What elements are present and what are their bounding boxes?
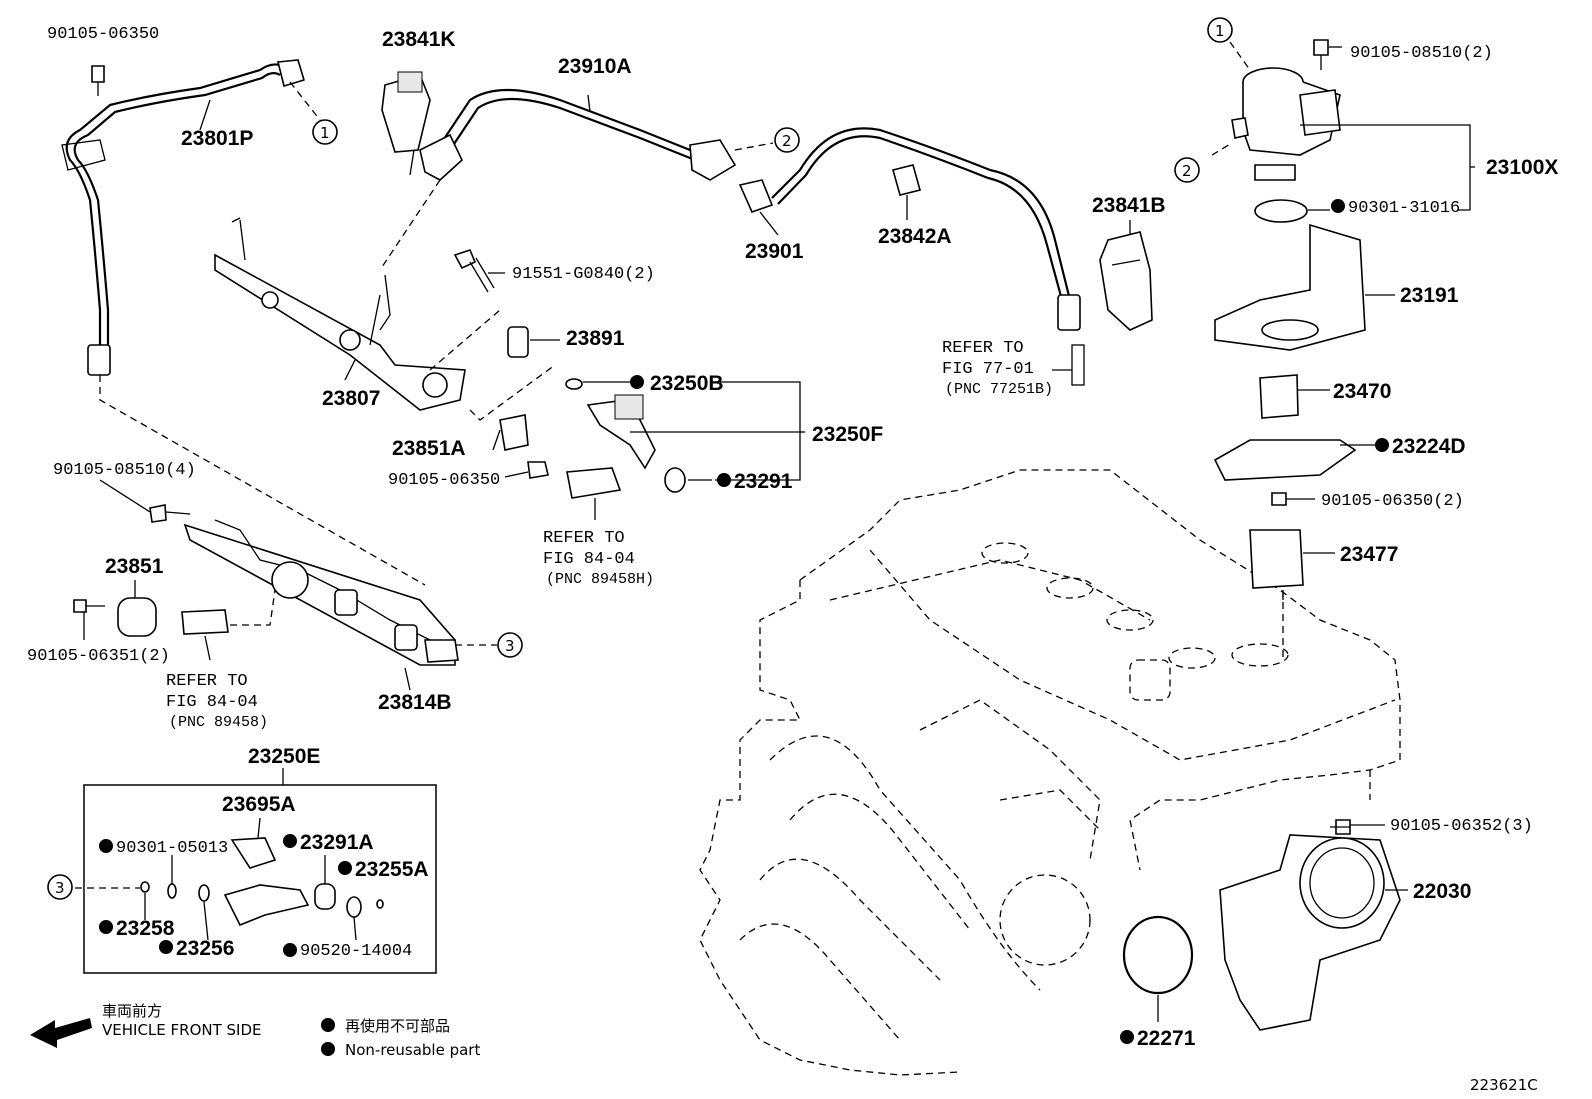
refer-line1: REFER TO [543,529,625,548]
connector-23841K [381,71,431,153]
refer-line1: REFER TO [166,672,248,691]
gasket-23224D [1213,439,1357,481]
label-23250B: 23250B [650,372,724,395]
label-23100X: 23100X [1486,156,1558,179]
label-23891: 23891 [566,327,625,350]
refer-line2: FIG 84-04 [166,693,258,712]
legend-nonreuse-en: Non-reusable part [345,1041,480,1059]
fuel-rail-23807 [214,217,466,411]
label-23191: 23191 [1400,284,1459,307]
nonreusable-dot [717,473,731,487]
inset-23250E: 23695A 90301-05013 23291A 23255A 23258 2… [83,768,437,974]
bracket-23191 [1214,223,1366,351]
bolt-90105-06350-2 [1271,492,1287,506]
legend-nonreuse-jp: 再使用不可部品 [345,1017,450,1035]
label-90105-08510-2: 90105-08510(2) [1350,44,1493,63]
label-23256: 23256 [176,937,234,960]
nonreusable-dot [1120,1030,1134,1044]
hose-23910A [379,88,737,331]
label-23291: 23291 [734,470,793,493]
fuel-pump-23100X [1231,39,1341,223]
label-23250F: 23250F [812,423,883,446]
refer-note-84-04-b: REFER TO FIG 84-04 (PNC 89458) [166,672,268,731]
refer-note-84-04-a: REFER TO FIG 84-04 (PNC 89458H) [543,529,654,588]
label-23841B: 23841B [1092,194,1166,217]
circle-ref-1: 1 [320,124,330,142]
sleeve-23477 [1249,529,1304,589]
refer-line1: REFER TO [942,339,1024,358]
label-23901: 23901 [745,240,804,263]
label-90105-08510-4: 90105-08510(4) [53,461,196,480]
label-23250E: 23250E [248,745,320,768]
label-90105-06350-2: 90105-06350(2) [1321,492,1464,511]
injector-23250F [499,378,686,499]
part-labels: 90105-06350 23841K 23910A 23801P 23901 2… [27,25,1558,1050]
label-90301-05013: 90301-05013 [116,839,228,858]
leader-lines [75,41,1475,1022]
vehicle-front-arrow-icon [30,1018,92,1048]
label-90520-14004: 90520-14004 [300,942,412,961]
circle-ref-1: 1 [1215,22,1225,40]
label-90105-06352-3: 90105-06352(3) [1390,817,1533,836]
circle-ref-3: 3 [505,637,515,655]
label-23255A: 23255A [355,858,429,881]
label-90105-06350-mid: 90105-06350 [388,471,500,490]
label-90105-06350-top: 90105-06350 [47,25,159,44]
gasket-22271 [1122,915,1194,995]
label-90105-06351-2: 90105-06351(2) [27,647,170,666]
circle-ref-3: 3 [55,879,65,897]
circle-ref-2: 2 [1182,162,1192,180]
circle-ref-2: 2 [782,132,792,150]
label-22271: 22271 [1137,1027,1196,1050]
refer-line2: FIG 77-01 [942,360,1034,379]
nonreusable-dot-icon [321,1042,335,1056]
label-22030: 22030 [1413,880,1471,903]
engine-outline [699,469,1401,1076]
refer-line3: (PNC 89458H) [546,571,654,588]
legend: 車両前方 VEHICLE FRONT SIDE 再使用不可部品 Non-reus… [30,1002,480,1059]
lifter-23470 [1259,374,1299,419]
nonreusable-dot [630,375,644,389]
figure-code: 223621C [1470,1076,1538,1094]
hose-23901 [738,127,1085,386]
label-90301-31016: 90301-31016 [1348,199,1460,218]
legend-front-jp: 車両前方 [102,1002,162,1020]
label-23851: 23851 [105,555,164,578]
clip-23842A [892,164,921,196]
label-23814B: 23814B [378,691,452,714]
refer-note-77-01: REFER TO FIG 77-01 (PNC 77251B) [942,339,1053,398]
label-23224D: 23224D [1392,435,1466,458]
connector-23841B [1099,231,1153,331]
hose-23801P [61,59,305,376]
label-23695A: 23695A [222,793,296,816]
throttle-body-22030 [1219,819,1401,1031]
nonreusable-dot-icon [321,1018,335,1032]
label-23477: 23477 [1340,543,1398,566]
nonreusable-dot [1375,438,1389,452]
refer-line2: FIG 84-04 [543,550,635,569]
label-23842A: 23842A [878,225,952,248]
label-23807: 23807 [322,387,380,410]
refer-line3: (PNC 89458) [169,714,268,731]
refer-line3: (PNC 77251B) [945,381,1053,398]
delivery-pipe-23814B [73,504,459,666]
label-23841K: 23841K [382,28,456,51]
label-23801P: 23801P [181,127,253,150]
label-23258: 23258 [116,917,175,940]
label-23851A: 23851A [392,437,466,460]
nonreusable-dot [1331,199,1345,213]
label-23291A: 23291A [300,831,374,854]
legend-front-en: VEHICLE FRONT SIDE [102,1021,262,1039]
label-91551-G0840: 91551-G0840(2) [512,265,655,284]
circle-refs: 1 2 1 2 3 3 [47,17,1233,900]
bolt-and-collar [453,249,529,358]
label-23910A: 23910A [558,55,632,78]
label-23470: 23470 [1333,380,1391,403]
